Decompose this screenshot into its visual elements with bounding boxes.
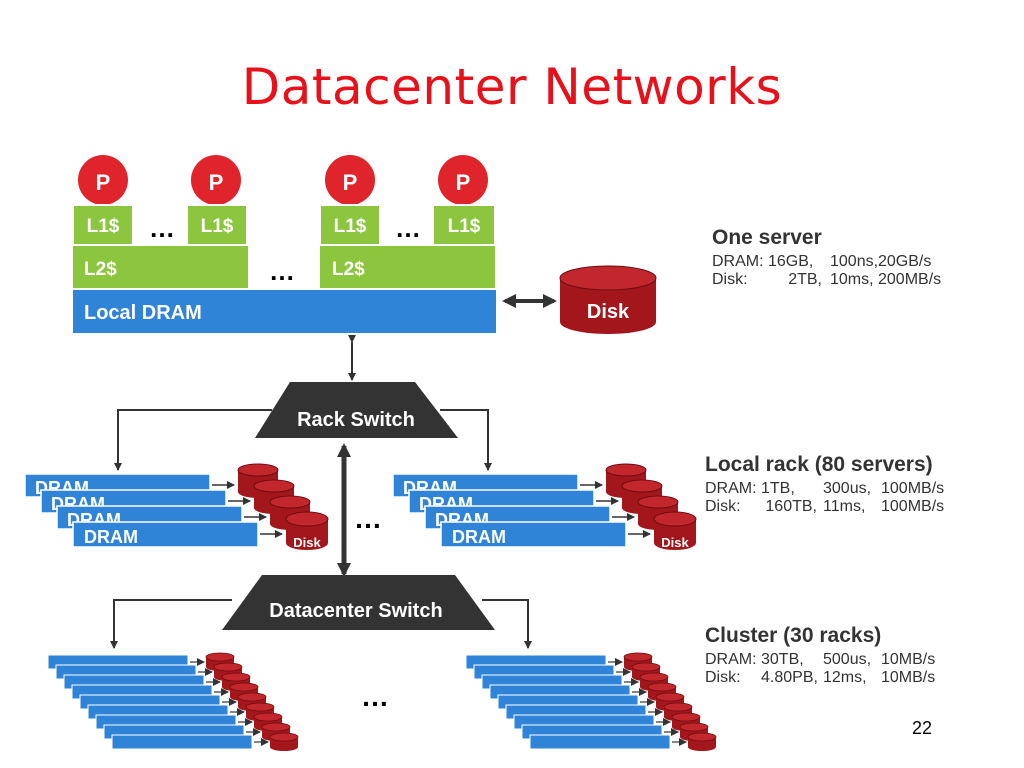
stat-row: Disk:4.80PB,12ms,10MB/s [705, 669, 936, 686]
l1-ellipsis-left: … [149, 213, 175, 243]
level-heading: Cluster (30 racks) [705, 624, 882, 647]
cluster-link-left [110, 599, 232, 649]
server-disk: Disk [559, 265, 657, 334]
l2-cache-2: L2$ [320, 246, 495, 288]
l1-ellipsis-right: … [395, 213, 421, 243]
svg-text:L2$: L2$ [84, 259, 117, 280]
cluster-rack-left [47, 652, 299, 751]
svg-text:Local DRAM: Local DRAM [84, 302, 202, 324]
processor-1: P [78, 155, 128, 205]
cluster-ellipsis: … [361, 681, 389, 712]
processor-2: P [191, 155, 241, 205]
level-cluster-stats: Cluster (30 racks) DRAM:30TB,500us,10MB/… [705, 624, 935, 687]
rack-ellipsis: … [354, 503, 382, 534]
l1-cache-1: L1$ [72, 204, 134, 246]
l1-cache-3: L1$ [319, 204, 381, 246]
stat-row: Disk:160TB,11ms,100MB/s [705, 498, 945, 515]
l2-cache-1: L2$ [73, 246, 248, 288]
level-heading: Local rack (80 servers) [705, 453, 933, 476]
level-rack-stats: Local rack (80 servers) DRAM:1TB,300us,1… [705, 453, 944, 516]
svg-text:L1$: L1$ [448, 216, 481, 237]
rack-server: DRAM Disk [72, 511, 329, 550]
svg-text:Disk: Disk [293, 535, 321, 550]
svg-text:P: P [96, 170, 111, 195]
stat-row: DRAM:1TB,300us,100MB/s [705, 480, 945, 497]
slide-title: Datacenter Networks [241, 58, 783, 116]
rack-server: DRAM Disk [440, 511, 697, 550]
datacenter-switch: Datacenter Switch [222, 575, 495, 630]
svg-text:Disk: Disk [587, 301, 630, 323]
local-dram: Local DRAM [73, 290, 496, 333]
l1-cache-2: L1$ [186, 204, 248, 246]
level-heading: One server [712, 226, 822, 249]
svg-text:P: P [209, 170, 224, 195]
l2-ellipsis: … [269, 256, 295, 286]
svg-text:L1$: L1$ [201, 216, 234, 237]
rack-switch: Rack Switch [255, 382, 458, 438]
server: P P P P L1$ … L1$ L1$ … L [72, 155, 657, 334]
rack-servers-right: DRAM DRAM DRAM DRAM Disk [392, 463, 697, 550]
rack-link-right [440, 409, 492, 471]
rack-servers-left: DRAM DRAM DRAM DRAM Disk [24, 463, 329, 550]
svg-text:L2$: L2$ [332, 259, 365, 280]
l1-cache-4: L1$ [432, 204, 496, 246]
svg-text:Datacenter Switch: Datacenter Switch [269, 600, 442, 622]
rack-link-left [114, 409, 272, 471]
svg-text:L1$: L1$ [87, 216, 120, 237]
cluster-rack-right [465, 652, 717, 751]
processor-4: P [438, 155, 488, 205]
svg-text:DRAM: DRAM [452, 527, 506, 547]
level-server-stats: One server DRAM:16GB,100ns,20GB/s Disk:2… [712, 226, 941, 289]
svg-text:P: P [343, 170, 358, 195]
processor-3: P [325, 155, 375, 205]
svg-text:P: P [456, 170, 471, 195]
page-number: 22 [912, 718, 933, 738]
cluster-server [529, 732, 717, 751]
svg-text:Rack Switch: Rack Switch [297, 409, 415, 431]
svg-text:Disk: Disk [661, 535, 689, 550]
cluster-server [111, 732, 299, 751]
cluster-link-right [482, 599, 532, 649]
stat-row: DRAM:30TB,500us,10MB/s [705, 651, 936, 668]
svg-text:DRAM: DRAM [84, 527, 138, 547]
svg-text:L1$: L1$ [334, 216, 367, 237]
stat-row: DRAM:16GB,100ns,20GB/s [712, 253, 932, 270]
stat-row: Disk:2TB,10ms,200MB/s [712, 271, 942, 288]
